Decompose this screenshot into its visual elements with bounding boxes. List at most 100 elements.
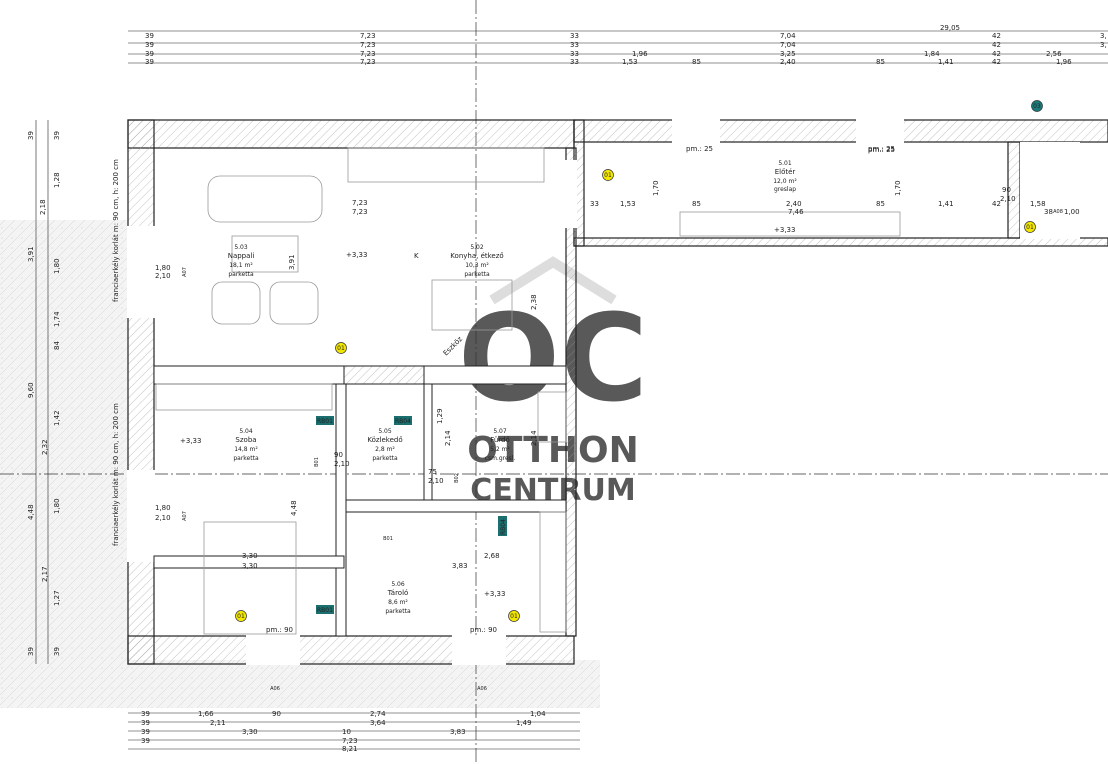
top-dim: 39 (145, 58, 154, 66)
top-dim: 42 (992, 32, 1001, 40)
terrace-left (0, 220, 128, 660)
top-dim: 3,25 (780, 50, 796, 58)
svg-text:2,8 m²: 2,8 m² (375, 446, 395, 453)
terrace-bottom (0, 660, 600, 708)
inner-dim: 85 (692, 200, 701, 208)
inner-dim: 42 (992, 200, 1001, 208)
top-dim: 2,40 (780, 58, 796, 66)
left-dim: 1,27 (53, 590, 61, 606)
inner-dim: 3,30 (242, 552, 258, 560)
inner-dim: 33 (590, 200, 599, 208)
svg-text:A07: A07 (182, 511, 188, 521)
bottom-dimensions: 39 1,66 90 2,74 1,04 39 2,11 3,64 1,49 3… (141, 710, 546, 753)
window-marker: 01 (335, 342, 347, 354)
svg-text:5.04: 5.04 (239, 428, 253, 435)
svg-text:5.07: 5.07 (493, 428, 507, 435)
top-dim: 7,04 (780, 41, 796, 49)
bottom-dim: 3,83 (450, 728, 466, 736)
svg-text:5.01: 5.01 (778, 160, 792, 167)
left-dim: 4,48 (27, 504, 35, 520)
left-dim: 1,42 (53, 410, 61, 426)
svg-text:csm.gresl.: csm.gresl. (485, 455, 516, 462)
bottom-dim: 2,11 (210, 719, 226, 727)
svg-text:A08: A08 (1053, 209, 1063, 215)
bottom-dim: 10 (342, 728, 351, 736)
bottom-dim: 39 (141, 719, 150, 727)
top-dim: 39 (145, 50, 154, 58)
room-szoba: 5.04 Szoba 14,8 m² parketta (233, 428, 259, 462)
door-sizes: 1,80 2,10 1,80 2,10 90 2,10 75 2,10 90 2… (155, 186, 1016, 522)
svg-text:RB01: RB01 (317, 607, 333, 614)
svg-text:A07: A07 (182, 267, 188, 277)
svg-text:10,3 m²: 10,3 m² (465, 262, 489, 269)
partitions (153, 365, 567, 637)
bottom-dim: 3,64 (370, 719, 386, 727)
inner-dim: 3,91 (288, 254, 296, 270)
top-dim: 42 (992, 58, 1001, 66)
top-dim: 33 (570, 58, 579, 66)
bottom-dim: 1,04 (530, 710, 546, 718)
bottom-dim: 39 (141, 728, 150, 736)
top-dim: 1,53 (622, 58, 638, 66)
left-dim: 2,32 (41, 439, 49, 455)
svg-text:90: 90 (334, 451, 343, 459)
bottom-dim: 39 (141, 737, 150, 745)
svg-text:2,10: 2,10 (334, 460, 350, 468)
svg-text:2,10: 2,10 (155, 514, 171, 522)
window-marker: 01 (1024, 221, 1036, 233)
bottom-dim: 39 (141, 710, 150, 718)
left-dim: 39 (27, 131, 35, 140)
svg-text:5,2 m²: 5,2 m² (490, 446, 510, 453)
bottom-dim: 8,21 (342, 745, 358, 753)
top-dim: 42 (992, 41, 1001, 49)
svg-text:parketta: parketta (228, 271, 254, 278)
svg-text:01: 01 (337, 345, 345, 352)
top-dim: 1,41 (938, 58, 954, 66)
left-dim: 2,17 (41, 566, 49, 582)
top-dim: 2,56 (1046, 50, 1062, 58)
inner-dimensions: 7,23 7,23 3,30 3,30 2,68 3,83 7,46 33 1,… (242, 180, 1080, 570)
bottom-dim: 1,49 (516, 719, 532, 727)
top-dim: 7,23 (360, 32, 376, 40)
svg-text:01: 01 (510, 613, 518, 620)
openings (127, 119, 1080, 665)
svg-text:RB04: RB04 (395, 418, 411, 425)
inner-dim: 3,83 (452, 562, 468, 570)
inner-dim: 1,70 (894, 180, 902, 196)
bottom-dim: 3,30 (242, 728, 258, 736)
svg-text:1,80: 1,80 (155, 504, 171, 512)
room-tarolo: 5.06 Tároló 8,6 m² parketta (385, 581, 411, 615)
top-dim: 85 (876, 58, 885, 66)
room-eloter: 5.01 Előtér 12,0 m² greslap (773, 160, 797, 193)
sill-note: pm.: 90 (266, 626, 293, 634)
svg-text:RB01: RB01 (317, 418, 333, 425)
left-dim: 84 (53, 341, 61, 350)
svg-text:Közlekedő: Közlekedő (367, 435, 402, 444)
door-tags: A07 A07 A06 A06 A08 B01 B01 B02 (182, 209, 1063, 692)
svg-text:OC: OC (458, 290, 648, 429)
svg-text:A06: A06 (270, 686, 280, 692)
bottom-dim: 1,66 (198, 710, 214, 718)
inner-dim: 7,23 (352, 199, 368, 207)
sill-note: pm.: 25 (868, 145, 895, 153)
svg-text:12,0 m²: 12,0 m² (773, 178, 797, 185)
inner-dim: 1,00 (1064, 208, 1080, 216)
top-dim: 7,23 (360, 41, 376, 49)
room-konyha: 5.02 Konyha, étkező 10,3 m² parketta (450, 244, 503, 278)
svg-text:90: 90 (1002, 186, 1011, 194)
elevation-label: +3,33 (484, 590, 505, 598)
inner-dim: 7,23 (352, 208, 368, 216)
svg-text:03: 03 (1033, 103, 1041, 110)
sill-note: pm.: 25 (686, 145, 713, 153)
inner-dim: 85 (876, 200, 885, 208)
elevation-label: +3,33 (774, 226, 795, 234)
top-dim: 85 (692, 58, 701, 66)
left-dimensions: 39 2,18 3,91 9,60 4,48 39 39 1,28 1,80 1… (27, 131, 61, 656)
svg-text:1,80: 1,80 (155, 264, 171, 272)
furniture (155, 147, 901, 635)
svg-text:2,10: 2,10 (428, 477, 444, 485)
svg-text:5.03: 5.03 (234, 244, 248, 251)
sill-note: pm.: 90 (470, 626, 497, 634)
room-kozlekedo: 5.05 Közlekedő 2,8 m² parketta (367, 428, 402, 462)
rb-tags: RB01 RB04 RB01 RB04 (316, 416, 507, 614)
